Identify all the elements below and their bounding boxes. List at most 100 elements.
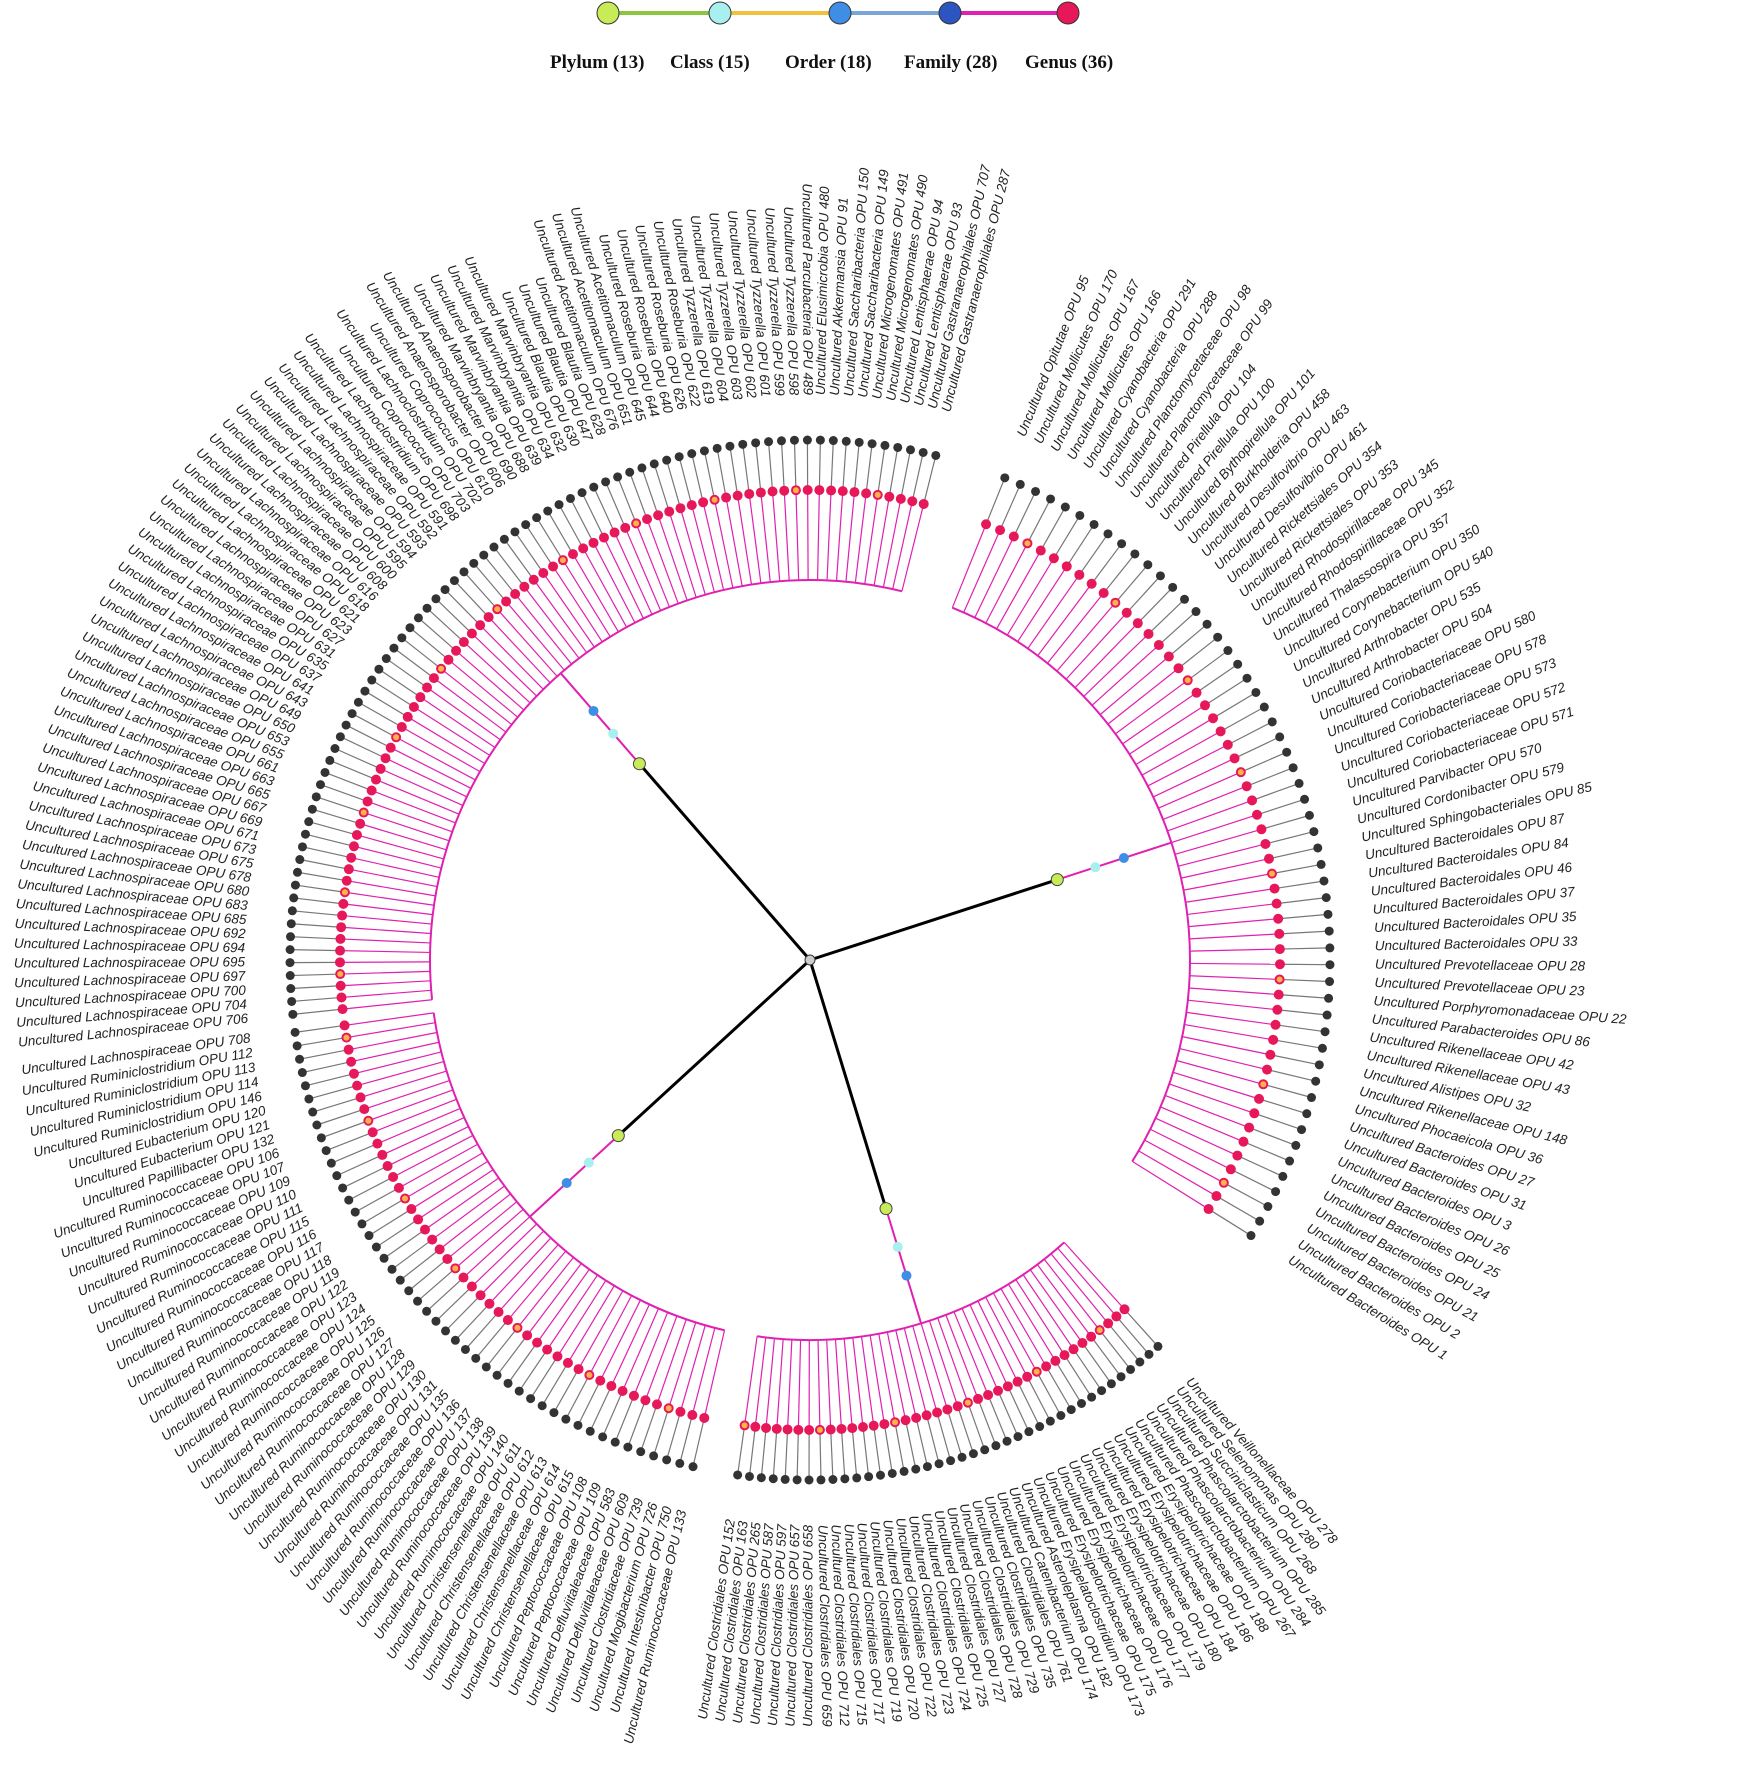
leaf-branch bbox=[444, 589, 481, 626]
genus-node bbox=[466, 1281, 477, 1292]
genus-branch bbox=[367, 800, 453, 833]
leaf-branch bbox=[1078, 533, 1109, 576]
genus-node bbox=[1059, 1350, 1070, 1361]
leaf-branch bbox=[1148, 598, 1185, 635]
genus-branch bbox=[582, 548, 628, 628]
leaf-branch bbox=[666, 1411, 682, 1461]
genus-node bbox=[351, 829, 362, 840]
leaf-tip bbox=[1135, 1357, 1145, 1367]
genus-node bbox=[826, 485, 837, 496]
leaf-tip bbox=[841, 436, 851, 446]
leaf-branch bbox=[553, 1368, 580, 1413]
star-marker bbox=[438, 665, 445, 672]
leaf-tip bbox=[585, 1426, 595, 1436]
genus-branch bbox=[725, 497, 743, 587]
genus-branch bbox=[372, 1098, 457, 1133]
genus-branch bbox=[454, 1208, 524, 1269]
leaf-tip bbox=[1097, 1386, 1107, 1396]
leaf-tip bbox=[311, 792, 321, 802]
star-marker bbox=[360, 809, 367, 816]
leaf-tip bbox=[1259, 702, 1269, 712]
leaf-branch bbox=[755, 442, 762, 493]
star-marker bbox=[1268, 870, 1275, 877]
genus-node bbox=[382, 1161, 393, 1172]
genus-branch bbox=[882, 498, 902, 588]
leaf-tip bbox=[308, 1107, 318, 1117]
genus-node bbox=[993, 1385, 1004, 1396]
clade-branch bbox=[559, 672, 641, 765]
leaf-branch bbox=[873, 1425, 882, 1476]
genus-branch bbox=[1149, 1128, 1232, 1170]
genus-node bbox=[528, 574, 539, 585]
tree-nodes bbox=[335, 485, 1285, 1435]
genus-node bbox=[538, 567, 549, 578]
genus-node bbox=[750, 1421, 761, 1432]
genus-branch bbox=[377, 1107, 461, 1145]
order-node bbox=[1118, 853, 1129, 864]
leaf-tip bbox=[1297, 1125, 1307, 1135]
leaf-branch bbox=[378, 668, 421, 698]
leaf-tip bbox=[285, 958, 295, 968]
leaf-tip bbox=[285, 971, 295, 981]
leaf-branch bbox=[1237, 1155, 1284, 1177]
genus-node bbox=[1247, 795, 1258, 806]
leaf-branch bbox=[577, 1380, 601, 1426]
genus-node bbox=[1262, 1064, 1273, 1075]
genus-node bbox=[406, 1204, 417, 1215]
leaf-tip bbox=[968, 1449, 978, 1459]
leaf-branch bbox=[1126, 575, 1161, 614]
leaf-branch bbox=[1081, 1342, 1112, 1385]
genus-node bbox=[346, 1056, 357, 1067]
leaf-branch bbox=[1274, 880, 1325, 890]
leaf-tip bbox=[613, 472, 623, 482]
genus-node bbox=[761, 1422, 772, 1433]
genus-node bbox=[1251, 809, 1262, 820]
genus-node bbox=[595, 1375, 606, 1386]
genus-node bbox=[942, 1404, 953, 1415]
leaf-branch bbox=[483, 554, 516, 595]
leaf-tip bbox=[887, 1468, 897, 1478]
leaf-branch bbox=[408, 1258, 448, 1292]
leaf-tip bbox=[1103, 529, 1113, 539]
genus-node bbox=[779, 485, 790, 496]
leaf-tip bbox=[601, 477, 611, 487]
star-marker bbox=[1260, 1081, 1267, 1088]
leaf-branch bbox=[1275, 1024, 1326, 1033]
genus-node bbox=[552, 1351, 563, 1362]
genus-branch bbox=[679, 508, 706, 595]
leaf-branch bbox=[737, 1425, 746, 1476]
genus-branch bbox=[395, 736, 476, 781]
leaf-tip bbox=[344, 1195, 354, 1205]
genus-node bbox=[782, 1424, 793, 1435]
star-marker bbox=[559, 557, 566, 564]
genus-node bbox=[628, 1390, 639, 1401]
leaf-branch bbox=[297, 871, 347, 882]
genus-branch bbox=[1046, 592, 1105, 664]
leaf-branch bbox=[923, 455, 937, 505]
genus-node bbox=[1163, 651, 1174, 662]
genus-branch bbox=[1188, 987, 1279, 996]
class-node bbox=[583, 1157, 594, 1168]
genus-branch bbox=[390, 747, 472, 789]
leaf-tip bbox=[459, 567, 469, 577]
genus-branch bbox=[344, 891, 435, 906]
leaf-branch bbox=[324, 771, 372, 792]
genus-branch bbox=[407, 716, 486, 764]
genus-node bbox=[1273, 989, 1284, 1000]
leaf-label: Uncultured Tyzzerella OPU 598 bbox=[781, 206, 802, 396]
leaf-tip bbox=[867, 439, 877, 449]
leaf-tip bbox=[712, 443, 722, 453]
leaf-branch bbox=[329, 759, 377, 781]
genus-branch bbox=[348, 1031, 438, 1051]
genus-branch bbox=[1056, 602, 1116, 672]
genus-branch bbox=[346, 1022, 436, 1039]
clade-branch bbox=[529, 1134, 619, 1218]
leaf-branch bbox=[536, 517, 564, 561]
star-marker bbox=[341, 889, 348, 896]
leaf-tip bbox=[335, 732, 345, 742]
root-branch bbox=[809, 878, 1058, 962]
phylum-node bbox=[632, 757, 646, 771]
star-marker bbox=[665, 1405, 672, 1412]
leaf-branch bbox=[371, 679, 415, 708]
leaf-tip bbox=[286, 932, 296, 942]
